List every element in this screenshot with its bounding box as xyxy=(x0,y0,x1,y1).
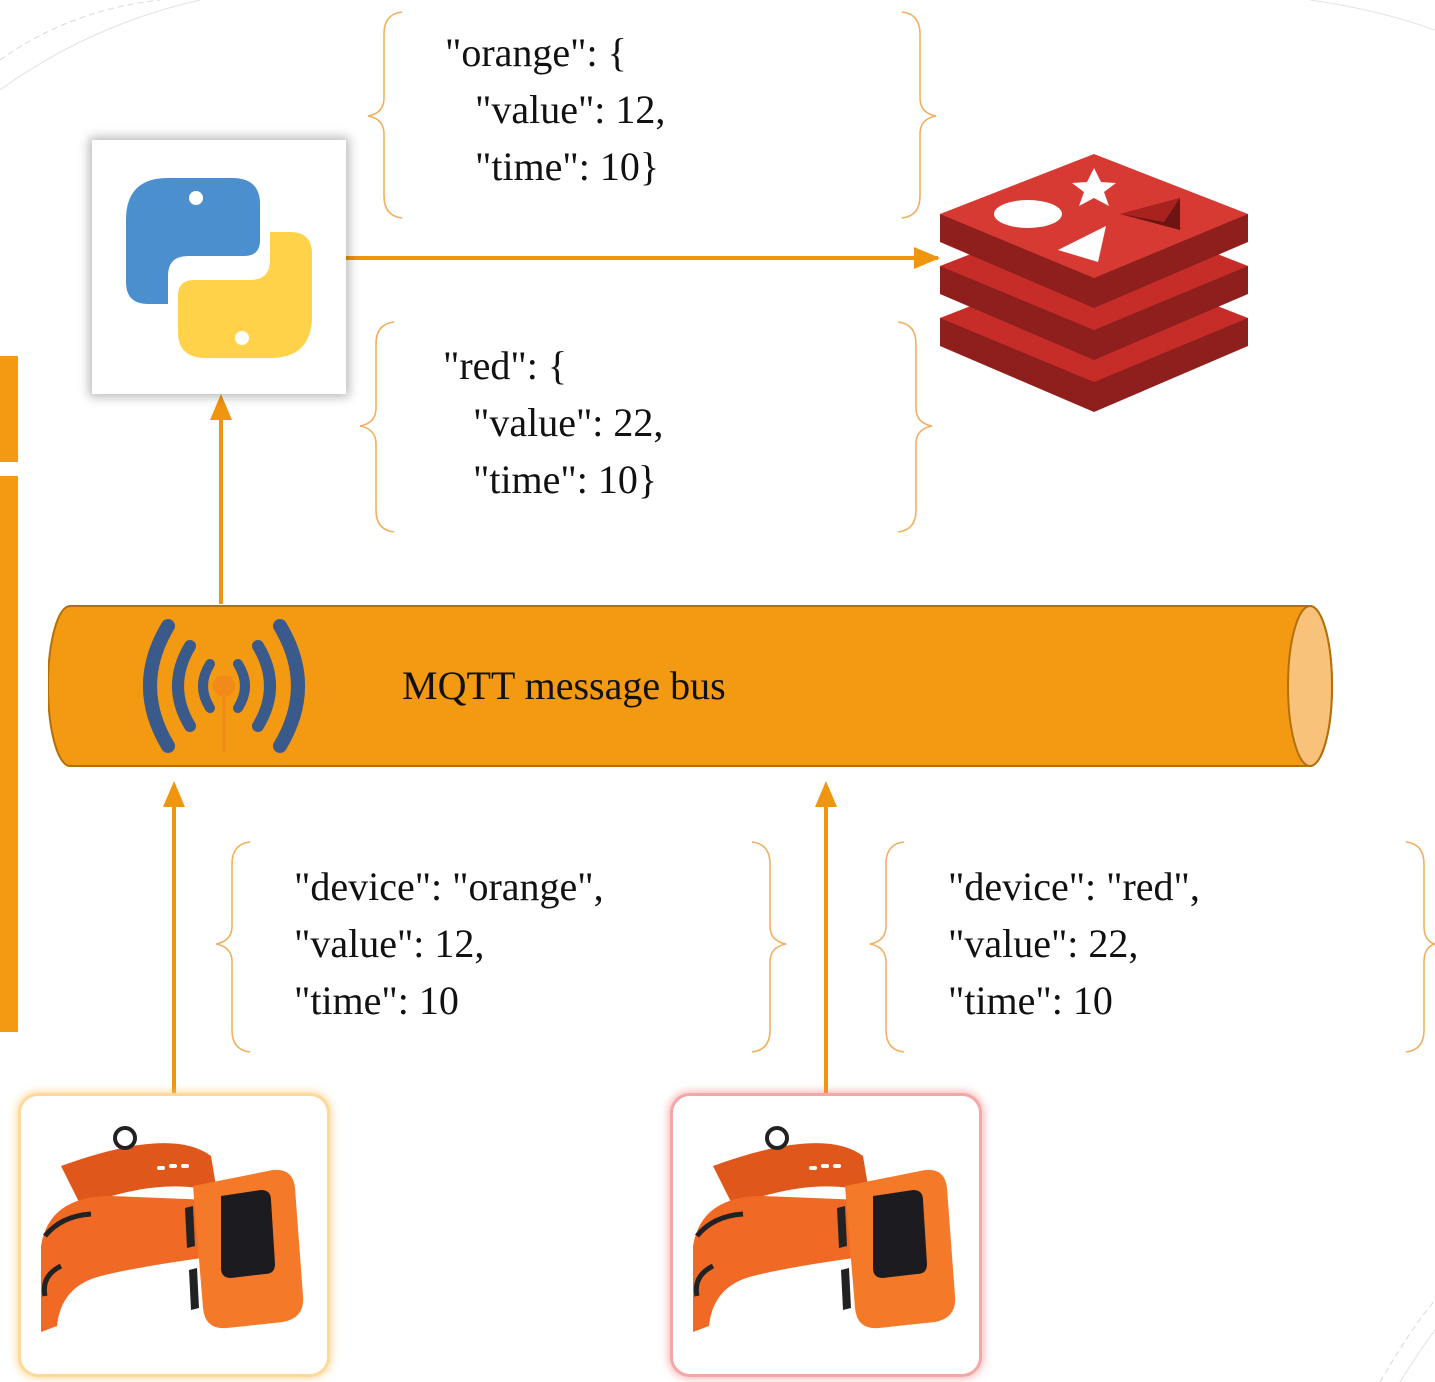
arrowhead xyxy=(914,247,940,269)
python-logo-icon xyxy=(126,178,312,358)
python-service-box xyxy=(92,140,346,394)
red-store-json: "red": { "value": 22, "time": 10} xyxy=(443,343,664,502)
decorative-arc xyxy=(0,0,161,61)
decorative-arc xyxy=(1379,1299,1435,1382)
redis-logo-icon xyxy=(940,154,1248,412)
arrowhead xyxy=(815,781,837,807)
arrowhead xyxy=(163,781,185,807)
orange-wristband-device-icon xyxy=(41,1126,304,1332)
bus-label: MQTT message bus xyxy=(402,663,726,708)
orange-device-box xyxy=(18,1093,330,1377)
mqtt-logo-icon xyxy=(143,619,305,753)
brace-group-orange-store xyxy=(367,11,937,219)
brace-group-red-store xyxy=(359,321,933,533)
mqtt-bus-cylinder xyxy=(48,605,1333,767)
red-device-box xyxy=(670,1093,982,1377)
arrowhead xyxy=(210,394,232,420)
decorative-arc xyxy=(1399,1329,1435,1382)
bus-end-cap xyxy=(1287,605,1333,767)
decorative-arc xyxy=(0,0,201,91)
red-wristband-device-icon xyxy=(693,1126,956,1332)
orange-store-json: "orange": { "value": 12, "time": 10} xyxy=(445,30,666,189)
red-device-json: "device": "red", "value": 22, "time": 10 xyxy=(948,864,1200,1023)
left-accent-bar xyxy=(0,476,18,1032)
left-accent-bar xyxy=(0,356,18,462)
orange-device-json: "device": "orange", "value": 12, "time":… xyxy=(294,864,604,1023)
decorative-arc xyxy=(1309,0,1435,31)
brace-group-orange-device xyxy=(215,841,787,1053)
brace-group-red-device xyxy=(869,841,1435,1053)
